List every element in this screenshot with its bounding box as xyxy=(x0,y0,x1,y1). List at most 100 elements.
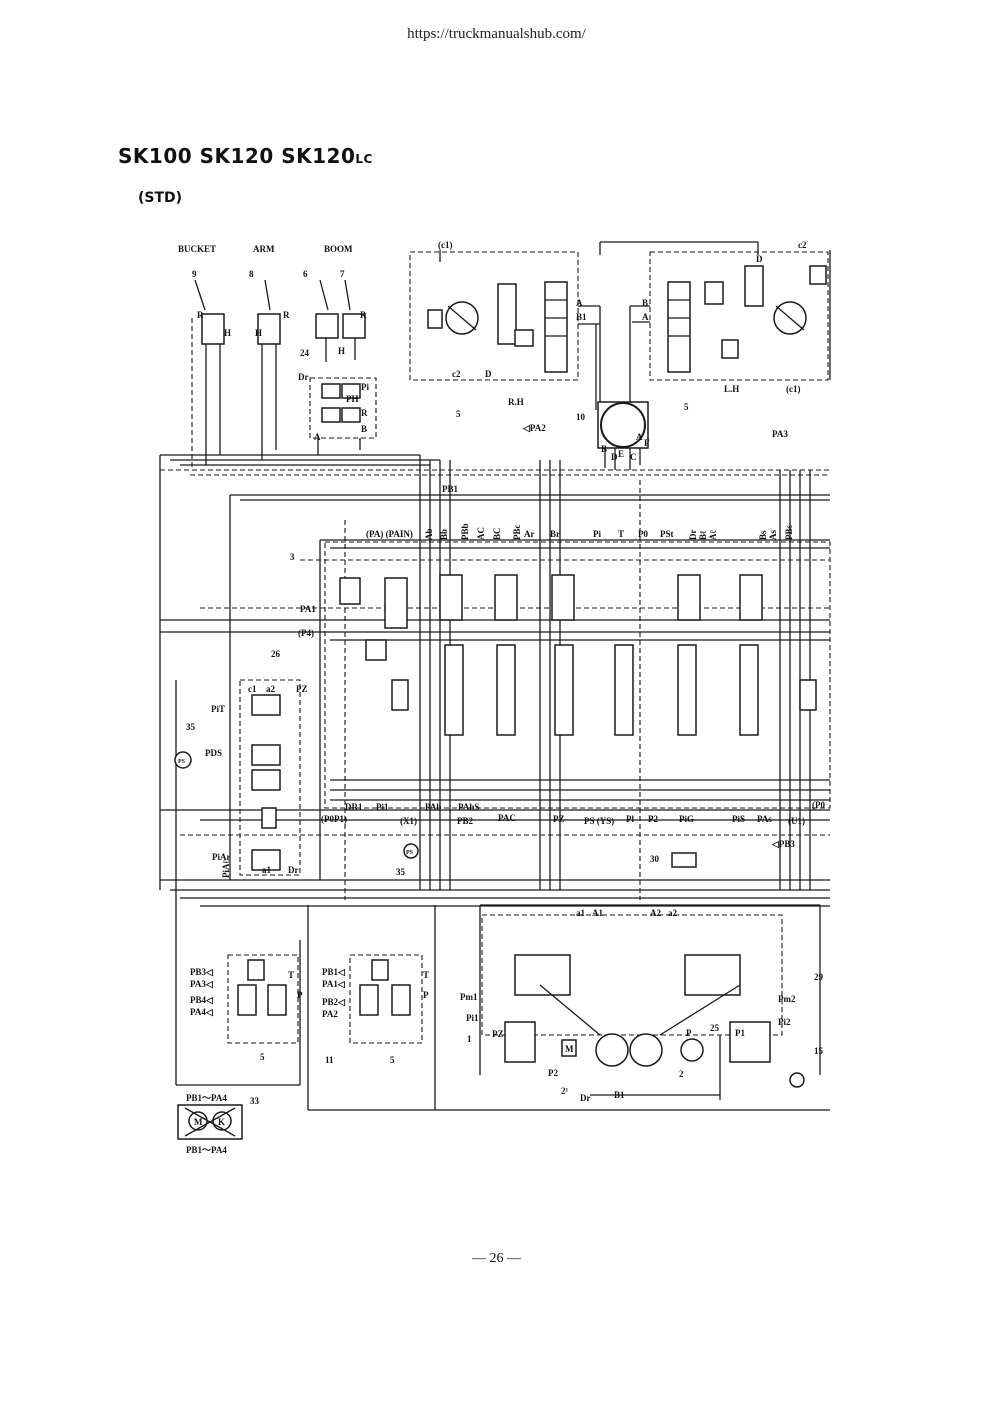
label-pm2: Pm2 xyxy=(778,994,796,1004)
label-5-left: 5 xyxy=(260,1052,265,1062)
label-1: 1 xyxy=(467,1034,472,1044)
label-connector-bottom: PB1～PA4 xyxy=(186,1145,227,1155)
label-c1-top: (c1) xyxy=(438,240,453,250)
label-pb1-right: PB1◁ xyxy=(322,967,346,977)
label-pbs: PBs xyxy=(784,524,794,540)
label-boom: BOOM xyxy=(324,244,353,254)
label-ar: Ar xyxy=(524,529,535,539)
label-a1: a1 xyxy=(262,865,272,875)
label-sw-e: E xyxy=(618,449,624,459)
label-11: 11 xyxy=(325,1055,334,1065)
label-ps-left: PS xyxy=(178,759,186,765)
label-sw-c: C xyxy=(630,452,637,462)
label-25: 25 xyxy=(710,1023,720,1033)
label-lh-d: D xyxy=(756,254,763,264)
label-p0-right: (P0 xyxy=(812,800,825,810)
rh-travel-motor-block xyxy=(409,251,601,410)
label-motor-m: M xyxy=(565,1044,574,1054)
label-a2-pump: a2 xyxy=(668,908,678,918)
label-p0p1: (P0P1) xyxy=(321,814,347,824)
label-5-lh: 5 xyxy=(684,402,689,412)
label-8: 8 xyxy=(249,269,254,279)
label-pis: PiS xyxy=(732,814,745,824)
label-x1: (X1) xyxy=(400,816,417,826)
label-rh-d: D xyxy=(485,369,492,379)
label-br: Br xyxy=(550,529,560,539)
model-list: SK100 SK120 SK120 xyxy=(118,144,356,168)
label-2-1: 2¹ xyxy=(561,1086,569,1096)
label-as: As xyxy=(768,530,778,540)
label-pa2-right: PA2 xyxy=(322,1009,338,1019)
label-pi: Pi xyxy=(361,382,369,392)
label-H1: H xyxy=(224,328,231,338)
label-t-right: T xyxy=(423,970,429,980)
label-3: 3 xyxy=(290,552,295,562)
variant-label: (STD) xyxy=(138,190,183,206)
label-35-lower: 35 xyxy=(396,867,406,877)
label-H3: H xyxy=(338,346,345,356)
label-A1-pump: A1 xyxy=(592,908,603,918)
diagram-labels: BUCKET ARM BOOM 9 8 6 7 R H H R R H 24 D… xyxy=(178,240,825,1155)
label-H2: H xyxy=(255,328,262,338)
label-dr: Dr xyxy=(298,372,309,382)
label-ps-lower: PS xyxy=(406,850,414,856)
label-dr-pump: Dr xyxy=(580,1093,591,1103)
label-vr: R xyxy=(361,408,368,418)
label-bb: Bb xyxy=(439,529,449,540)
label-sw-a: A xyxy=(636,432,643,442)
label-pit: PiT xyxy=(211,704,225,714)
page-title: SK100 SK120 SK120LC xyxy=(118,144,373,168)
label-pa2-top: ◁PA2 xyxy=(522,423,546,433)
label-sw-b: B xyxy=(601,444,607,454)
page-number: — 26 — xyxy=(472,1251,521,1266)
label-5-rh: 5 xyxy=(456,409,461,419)
label-pst-top: PSt xyxy=(660,529,674,539)
label-c2-lh: c2 xyxy=(798,240,807,250)
label-u1: (U1) xyxy=(788,816,805,826)
valve-24 xyxy=(309,377,377,455)
label-vb: B xyxy=(361,424,367,434)
label-pi1-pump: Pi1 xyxy=(466,1013,479,1023)
port-labels-vertical: Ab Bb PBb AC BC PBc Ar Br Dr Bℓ Aℓ Bs As… xyxy=(221,523,794,878)
label-p-pump: P xyxy=(686,1028,692,1038)
label-bc: BC xyxy=(492,527,502,540)
label-p4: (P4) xyxy=(298,628,314,638)
label-connector-top: PB1～PA4 xyxy=(186,1093,227,1103)
label-pm1: Pm1 xyxy=(460,992,478,1002)
label-bs: Bs xyxy=(758,530,768,540)
label-connector-m: M xyxy=(194,1117,203,1127)
label-9: 9 xyxy=(192,269,197,279)
label-p0-top: P0 xyxy=(638,529,648,539)
label-pa4: PA4◁ xyxy=(190,1007,214,1017)
label-pb3: ◁PB3 xyxy=(771,839,795,849)
label-pig: PiG xyxy=(679,814,694,824)
swivel-joint-10 xyxy=(597,401,649,470)
label-pial: PiAℓ xyxy=(221,860,231,878)
label-ph: PH xyxy=(346,394,359,404)
label-sw-d: D xyxy=(611,452,618,462)
label-pb4: PB4◁ xyxy=(190,995,214,1005)
label-pb2: PB2 xyxy=(457,816,474,826)
label-pas: PAs xyxy=(757,814,772,824)
label-5-right: 5 xyxy=(390,1055,395,1065)
label-p2-pump: P2 xyxy=(548,1068,558,1078)
label-pz-mid: PZ xyxy=(553,814,565,824)
source-url: https://truckmanualshub.com/ xyxy=(407,26,586,42)
label-lh-a: A xyxy=(642,312,649,322)
label-a1-pump: a1 xyxy=(576,908,586,918)
label-pa3-left: PA3◁ xyxy=(190,979,214,989)
pilot-valve-right xyxy=(349,954,423,1044)
label-29: 29 xyxy=(814,972,824,982)
label-dr-top: Dr xyxy=(688,530,698,541)
label-p-left: P xyxy=(297,990,303,1000)
pressure-switch-35-left xyxy=(174,751,192,769)
label-pz-pump: PZ xyxy=(492,1029,504,1039)
label-R1: R xyxy=(197,310,204,320)
valve-26 xyxy=(239,679,301,876)
label-bl: Bℓ xyxy=(698,530,708,540)
component-30 xyxy=(671,852,697,868)
control-valve-3 xyxy=(324,541,831,809)
label-p2: P2 xyxy=(648,814,658,824)
label-R2: R xyxy=(283,310,290,320)
label-pab: PAb xyxy=(425,802,441,812)
